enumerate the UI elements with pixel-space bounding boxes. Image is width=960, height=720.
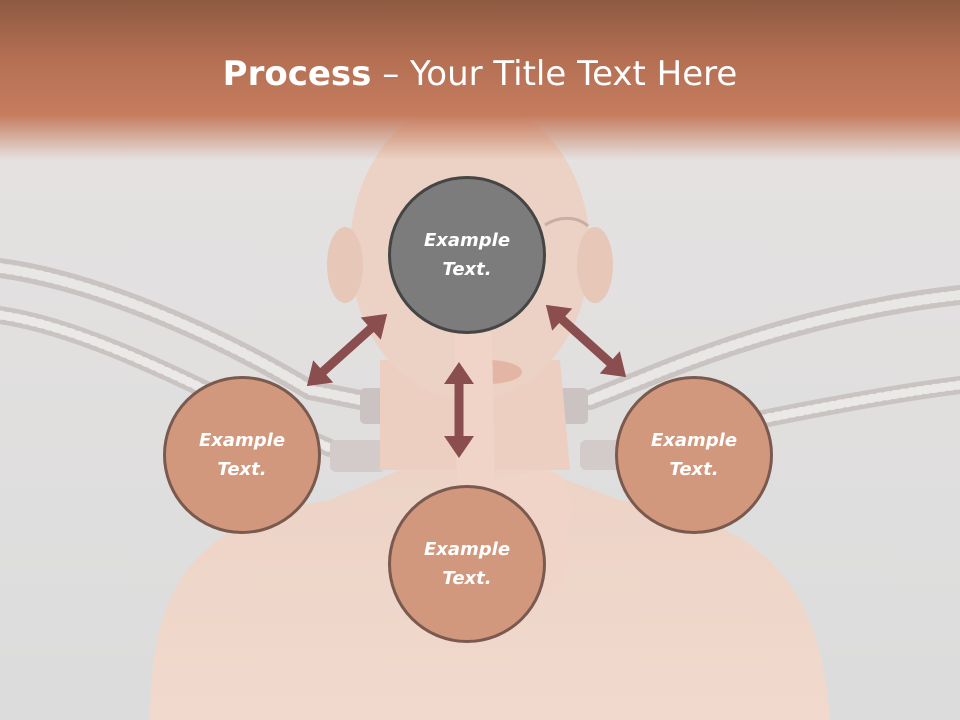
node-bottom-line1: Example [423, 539, 511, 560]
title-separator: – [371, 54, 411, 94]
arrow-top-left [306, 313, 388, 387]
process-node-top[interactable]: Example Text. [388, 176, 546, 334]
node-bottom-line2: Text. [442, 568, 492, 589]
node-left-line1: Example [198, 430, 286, 451]
node-left-line2: Text. [217, 459, 267, 480]
process-node-bottom[interactable]: Example Text. [388, 485, 546, 643]
header-band: Process – Your Title Text Here [0, 0, 960, 160]
process-node-right[interactable]: Example Text. [615, 376, 773, 534]
node-right-line2: Text. [669, 459, 719, 480]
title-bold-part: Process [222, 54, 372, 94]
arrow-top-bottom [444, 362, 474, 458]
node-right-line1: Example [650, 430, 738, 451]
slide-title: Process – Your Title Text Here [0, 52, 960, 96]
node-top-line2: Text. [442, 259, 492, 280]
process-node-left[interactable]: Example Text. [163, 376, 321, 534]
title-rest: Your Title Text Here [410, 54, 738, 94]
node-top-line1: Example [423, 230, 511, 251]
arrow-top-right [545, 304, 627, 378]
